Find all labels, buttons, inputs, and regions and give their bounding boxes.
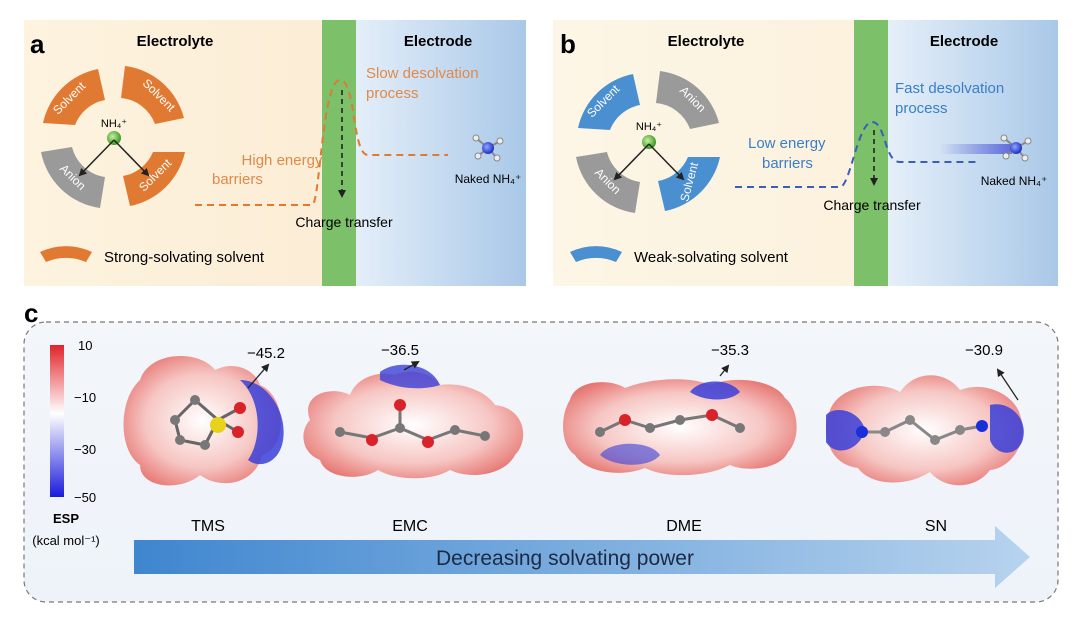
- panel-c: c 10 −10 −30 −50 ESP (kcal mol⁻¹): [23, 298, 1059, 603]
- panel-b-arrow-left: [613, 143, 650, 181]
- tms-negative-region: [240, 380, 284, 465]
- panel-a-charge-transfer-label: Charge transfer: [295, 214, 393, 230]
- colorbar-title-1: ESP: [53, 511, 79, 526]
- solvating-power-label: Decreasing solvating power: [436, 547, 694, 570]
- panel-b-naked-ion: [940, 134, 1032, 162]
- panel-a-barrier-label-1: High energy: [242, 152, 323, 169]
- molecule-dme: [563, 379, 797, 476]
- panel-a-arrow-left: [78, 139, 115, 177]
- panel-a-segment-solvent-1: [43, 69, 105, 125]
- panel-b-segment-anion-2: [576, 152, 640, 213]
- colorbar-tick-4: −50: [74, 490, 96, 505]
- panel-b: b Electrolyte Electrode Solvent Anion So…: [553, 20, 1058, 286]
- emc-value-arrow: [403, 361, 420, 371]
- panel-b-process-label-2: process: [895, 100, 948, 117]
- tms-surface: [123, 356, 281, 486]
- panel-a-electrode-region: [344, 20, 526, 286]
- tms-value-arrow: [247, 363, 270, 389]
- molecule-tms: [123, 356, 284, 486]
- dme-surface: [563, 379, 797, 476]
- tms-value: −45.2: [247, 345, 285, 362]
- colorbar-title-2: (kcal mol⁻¹): [32, 533, 100, 548]
- dme-negative-region-1: [690, 381, 740, 400]
- panel-b-segment-solvent-2: [658, 157, 720, 211]
- dme-name: DME: [666, 518, 702, 535]
- colorbar-tick-2: −10: [74, 390, 96, 405]
- sn-negative-region-2: [990, 404, 1024, 453]
- panel-b-process-label-1: Fast desolvation: [895, 80, 1004, 97]
- panel-b-electrode-label: Electrode: [930, 33, 998, 50]
- panel-a-ion: [107, 131, 121, 145]
- emc-name: EMC: [392, 518, 428, 535]
- tms-sulfur-atom: [210, 417, 226, 433]
- dme-value: −35.3: [711, 342, 749, 359]
- panel-b-barrier-label-2: barriers: [762, 155, 813, 172]
- sn-name: SN: [925, 518, 947, 535]
- panel-a-legend-label: Strong-solvating solvent: [104, 249, 265, 266]
- panel-a-ion-label: NH₄⁺: [101, 118, 127, 130]
- molecule-sn: [826, 375, 1024, 486]
- dme-value-arrow: [719, 364, 730, 377]
- panel-b-motion-trail: [940, 144, 1012, 154]
- panel-b-segment-anion-1: [656, 71, 719, 129]
- panel-a-barrier-label-2: barriers: [212, 171, 263, 188]
- panel-a-segment-solvent-3: [123, 152, 185, 206]
- panel-b-legend-label: Weak-solvating solvent: [634, 249, 789, 266]
- molecule-emc: [303, 364, 524, 479]
- panel-b-energy-profile: [735, 120, 978, 188]
- panel-a-process-label-1: Slow desolvation: [366, 65, 479, 82]
- panel-b-electrolyte-label: Electrolyte: [668, 33, 745, 50]
- emc-negative-region: [380, 364, 440, 389]
- panel-b-naked-label: Naked NH₄⁺: [981, 174, 1048, 188]
- panel-b-letter: b: [560, 29, 576, 59]
- panel-a-legend-swatch: [40, 246, 92, 262]
- panel-a-letter: a: [30, 29, 45, 59]
- panel-c-letter: c: [24, 298, 38, 328]
- emc-surface: [303, 371, 524, 479]
- sn-negative-region-1: [826, 410, 865, 451]
- panel-a-energy-profile: [195, 78, 448, 206]
- panel-a-naked-label: Naked NH₄⁺: [455, 172, 522, 186]
- solvating-power-arrow: [134, 526, 1030, 588]
- panel-a-segment-solvent-2: [121, 66, 184, 124]
- panel-b-barrier-label-1: Low energy: [748, 135, 826, 152]
- emc-value: −36.5: [381, 342, 419, 359]
- panel-a-segment-anion: [41, 147, 105, 208]
- panel-b-interface-band: [854, 20, 888, 286]
- panel-a-interface-band: [322, 20, 356, 286]
- panel-a: a Electrolyte Electrode Solvent Solvent …: [24, 20, 526, 286]
- panel-b-ion-label: NH₄⁺: [636, 121, 662, 133]
- sn-value: −30.9: [965, 342, 1003, 359]
- panel-a-naked-ion: [472, 134, 504, 162]
- panel-a-process-label-2: process: [366, 85, 419, 102]
- panel-b-legend-swatch: [570, 246, 622, 262]
- colorbar-tick-3: −30: [74, 442, 96, 457]
- panel-c-frame: [23, 321, 1059, 603]
- panel-a-electrolyte-label: Electrolyte: [137, 33, 214, 50]
- dme-negative-region-2: [600, 443, 660, 465]
- tms-name: TMS: [191, 518, 225, 535]
- panel-a-arrow-right: [113, 139, 150, 177]
- esp-colorbar: [50, 345, 64, 497]
- colorbar-tick-1: 10: [78, 338, 92, 353]
- panel-b-segment-solvent-1: [578, 74, 640, 130]
- panel-a-electrode-label: Electrode: [404, 33, 472, 50]
- sn-value-arrow: [996, 368, 1019, 401]
- panel-b-arrow-right: [648, 143, 685, 181]
- panel-b-charge-transfer-label: Charge transfer: [823, 197, 921, 213]
- panel-b-ion: [642, 135, 656, 149]
